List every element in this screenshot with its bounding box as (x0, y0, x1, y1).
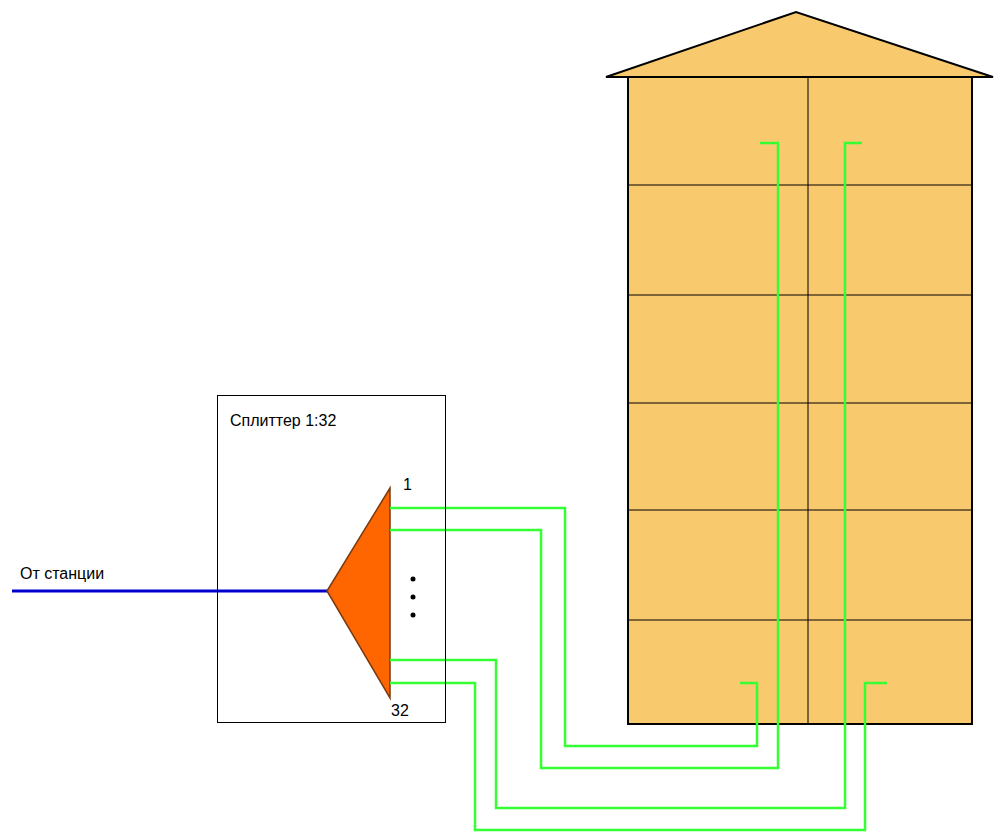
source-label: От станции (20, 565, 104, 583)
box-title: Сплиттер 1:32 (230, 412, 433, 430)
ellipsis-dots (411, 577, 416, 618)
building-roof (606, 12, 993, 77)
floor-lines (628, 77, 972, 724)
building (628, 77, 972, 724)
drop-fibres (390, 143, 887, 830)
splitter-symbol (327, 488, 390, 698)
splitter-box: Сплиттер 1:32 (217, 395, 446, 723)
port-number: 32 (391, 702, 409, 720)
port-number: 1 (403, 476, 412, 494)
feeder-line (12, 590, 328, 593)
